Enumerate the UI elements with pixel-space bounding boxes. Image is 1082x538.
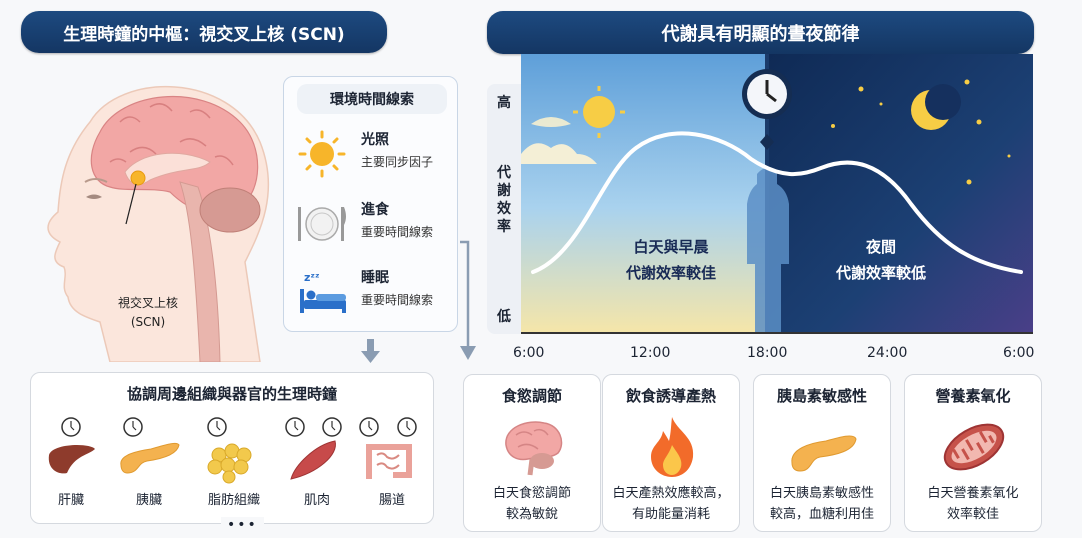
metabolism-curve [531, 131, 1023, 274]
pancreas-icon [120, 442, 180, 474]
effect-card-thermogenesis: 飲食誘導產熱 白天產熱效應較高，有助能量消耗 [602, 374, 740, 532]
head-brain-illustration: 視交叉上核 (SCN) [30, 62, 280, 363]
metabolic-rhythm-chart: 高 代謝效率 低 白天與早晨代謝效率較佳 [487, 54, 1033, 334]
arrow-down-icon [361, 351, 380, 363]
clock-icon [322, 417, 342, 437]
organ-intestine: 腸道 [357, 415, 427, 508]
clock-icon [123, 417, 143, 437]
y-axis: 高 代謝效率 低 [487, 84, 521, 334]
arrow-down-icon [460, 346, 476, 360]
clock-icon [61, 417, 81, 437]
night-annotation: 夜間代謝效率較低 [835, 238, 926, 282]
day-annotation: 白天與早晨代謝效率較佳 [625, 238, 716, 282]
stars-icon [831, 79, 1011, 185]
sun-icon [573, 86, 625, 138]
mitochondria-icon [943, 423, 1005, 471]
plot-area: 白天與早晨代謝效率較佳 夜間代謝效率較低 [521, 54, 1033, 334]
effect-card-appetite: 食慾調節 白天食慾調節較為敏銳 [463, 374, 601, 532]
effect-card-insulin: 胰島素敏感性 白天胰島素敏感性較高，血糖利用佳 [753, 374, 891, 532]
flame-icon [651, 417, 694, 477]
organ-adipose: 脂肪組織 [199, 415, 269, 508]
scn-label: 視交叉上核 (SCN) [118, 296, 179, 329]
cue-eating: 進食 重要時間線索 [294, 199, 454, 255]
adipose-icon [207, 443, 252, 484]
sun-icon [298, 130, 346, 178]
pancreas-icon [791, 435, 857, 472]
organ-muscle: 肌肉 [285, 415, 349, 508]
human-silhouette-icon [747, 168, 789, 334]
more-indicator: ••• [221, 517, 264, 533]
peripheral-clocks-panel: 協調周邊組織與器官的生理時鐘 肝臟 胰臟 脂肪組織 肌肉 [30, 372, 434, 533]
muscle-icon [290, 440, 336, 480]
clock-icon [207, 417, 227, 437]
clock-icon [359, 417, 379, 437]
intestine-icon [366, 444, 412, 479]
cue-sleep: zᶻᶻ 睡眠 重要時間線索 [294, 267, 454, 323]
organ-pancreas: 胰臟 [117, 415, 181, 508]
clock-icon [742, 69, 792, 119]
organ-liver: 肝臟 [45, 415, 97, 508]
moon-icon [911, 84, 961, 130]
environmental-cues-panel: 環境時間線索 光照 主要同步因子 進食 重要時間線索 zᶻᶻ [283, 76, 458, 332]
brain-sagittal-icon [47, 86, 270, 363]
svg-text:zᶻᶻ: zᶻᶻ [304, 271, 320, 284]
clock-icon [397, 417, 417, 437]
rhythm-section-title: 代謝具有明顯的晝夜節律 [487, 11, 1034, 54]
bed-sleep-icon: zᶻᶻ [300, 271, 346, 313]
cue-light: 光照 主要同步因子 [294, 129, 454, 185]
fork-plate-knife-icon [298, 207, 346, 241]
y-axis-label: 代謝效率 [497, 165, 511, 235]
brain-icon [505, 421, 563, 476]
flow-arrows [361, 240, 476, 363]
clock-icon [285, 417, 305, 437]
liver-icon [48, 445, 95, 474]
scn-section-title: 生理時鐘的中樞：視交叉上核 (SCN) [21, 11, 387, 53]
effect-card-oxidation: 營養素氧化 白天營養素氧化效率較佳 [904, 374, 1042, 532]
cues-title: 環境時間線索 [297, 84, 447, 114]
